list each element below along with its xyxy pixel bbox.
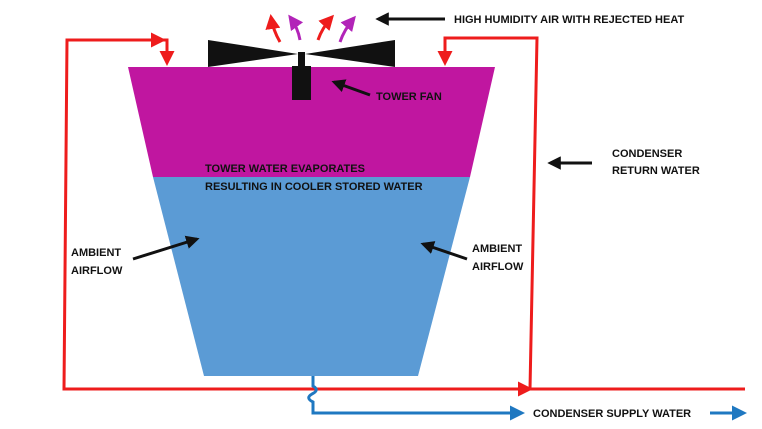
hot-air-arrow <box>265 14 282 43</box>
hot-air-arrow <box>316 14 335 41</box>
condenser-return-pipe-left-loop <box>62 32 533 397</box>
ambient-left-label-line2: AIRFLOW <box>71 265 123 277</box>
evaporates-label-line1: TOWER WATER EVAPORATES <box>205 163 365 175</box>
humid-air-arrow <box>288 14 304 41</box>
evaporates-label-line2: RESULTING IN COOLER STORED WATER <box>205 181 423 193</box>
return-label-line1: CONDENSER <box>612 148 682 160</box>
ambient-right-label-line1: AMBIENT <box>472 243 522 255</box>
supply-label: CONDENSER SUPPLY WATER <box>533 408 691 420</box>
fan-label: TOWER FAN <box>376 91 442 103</box>
fan-pointer-arrow <box>331 79 371 97</box>
ambient-right-label-line2: AIRFLOW <box>472 261 524 273</box>
exhaust-label: HIGH HUMIDITY AIR WITH REJECTED HEAT <box>454 14 684 26</box>
tower-stored-water <box>153 177 470 376</box>
return-label-line2: RETURN WATER <box>612 165 700 177</box>
condenser-supply-pipe <box>307 376 525 421</box>
humid-air-arrow <box>338 15 356 43</box>
condenser-return-pipe <box>437 36 745 391</box>
condenser-return-pipe-left-drop <box>159 38 175 66</box>
tower-evaporation-zone <box>128 67 495 177</box>
ambient-right-pointer-arrow <box>420 241 468 261</box>
ambient-left-pointer-arrow <box>132 235 200 261</box>
ambient-left-label-line1: AMBIENT <box>71 247 121 259</box>
